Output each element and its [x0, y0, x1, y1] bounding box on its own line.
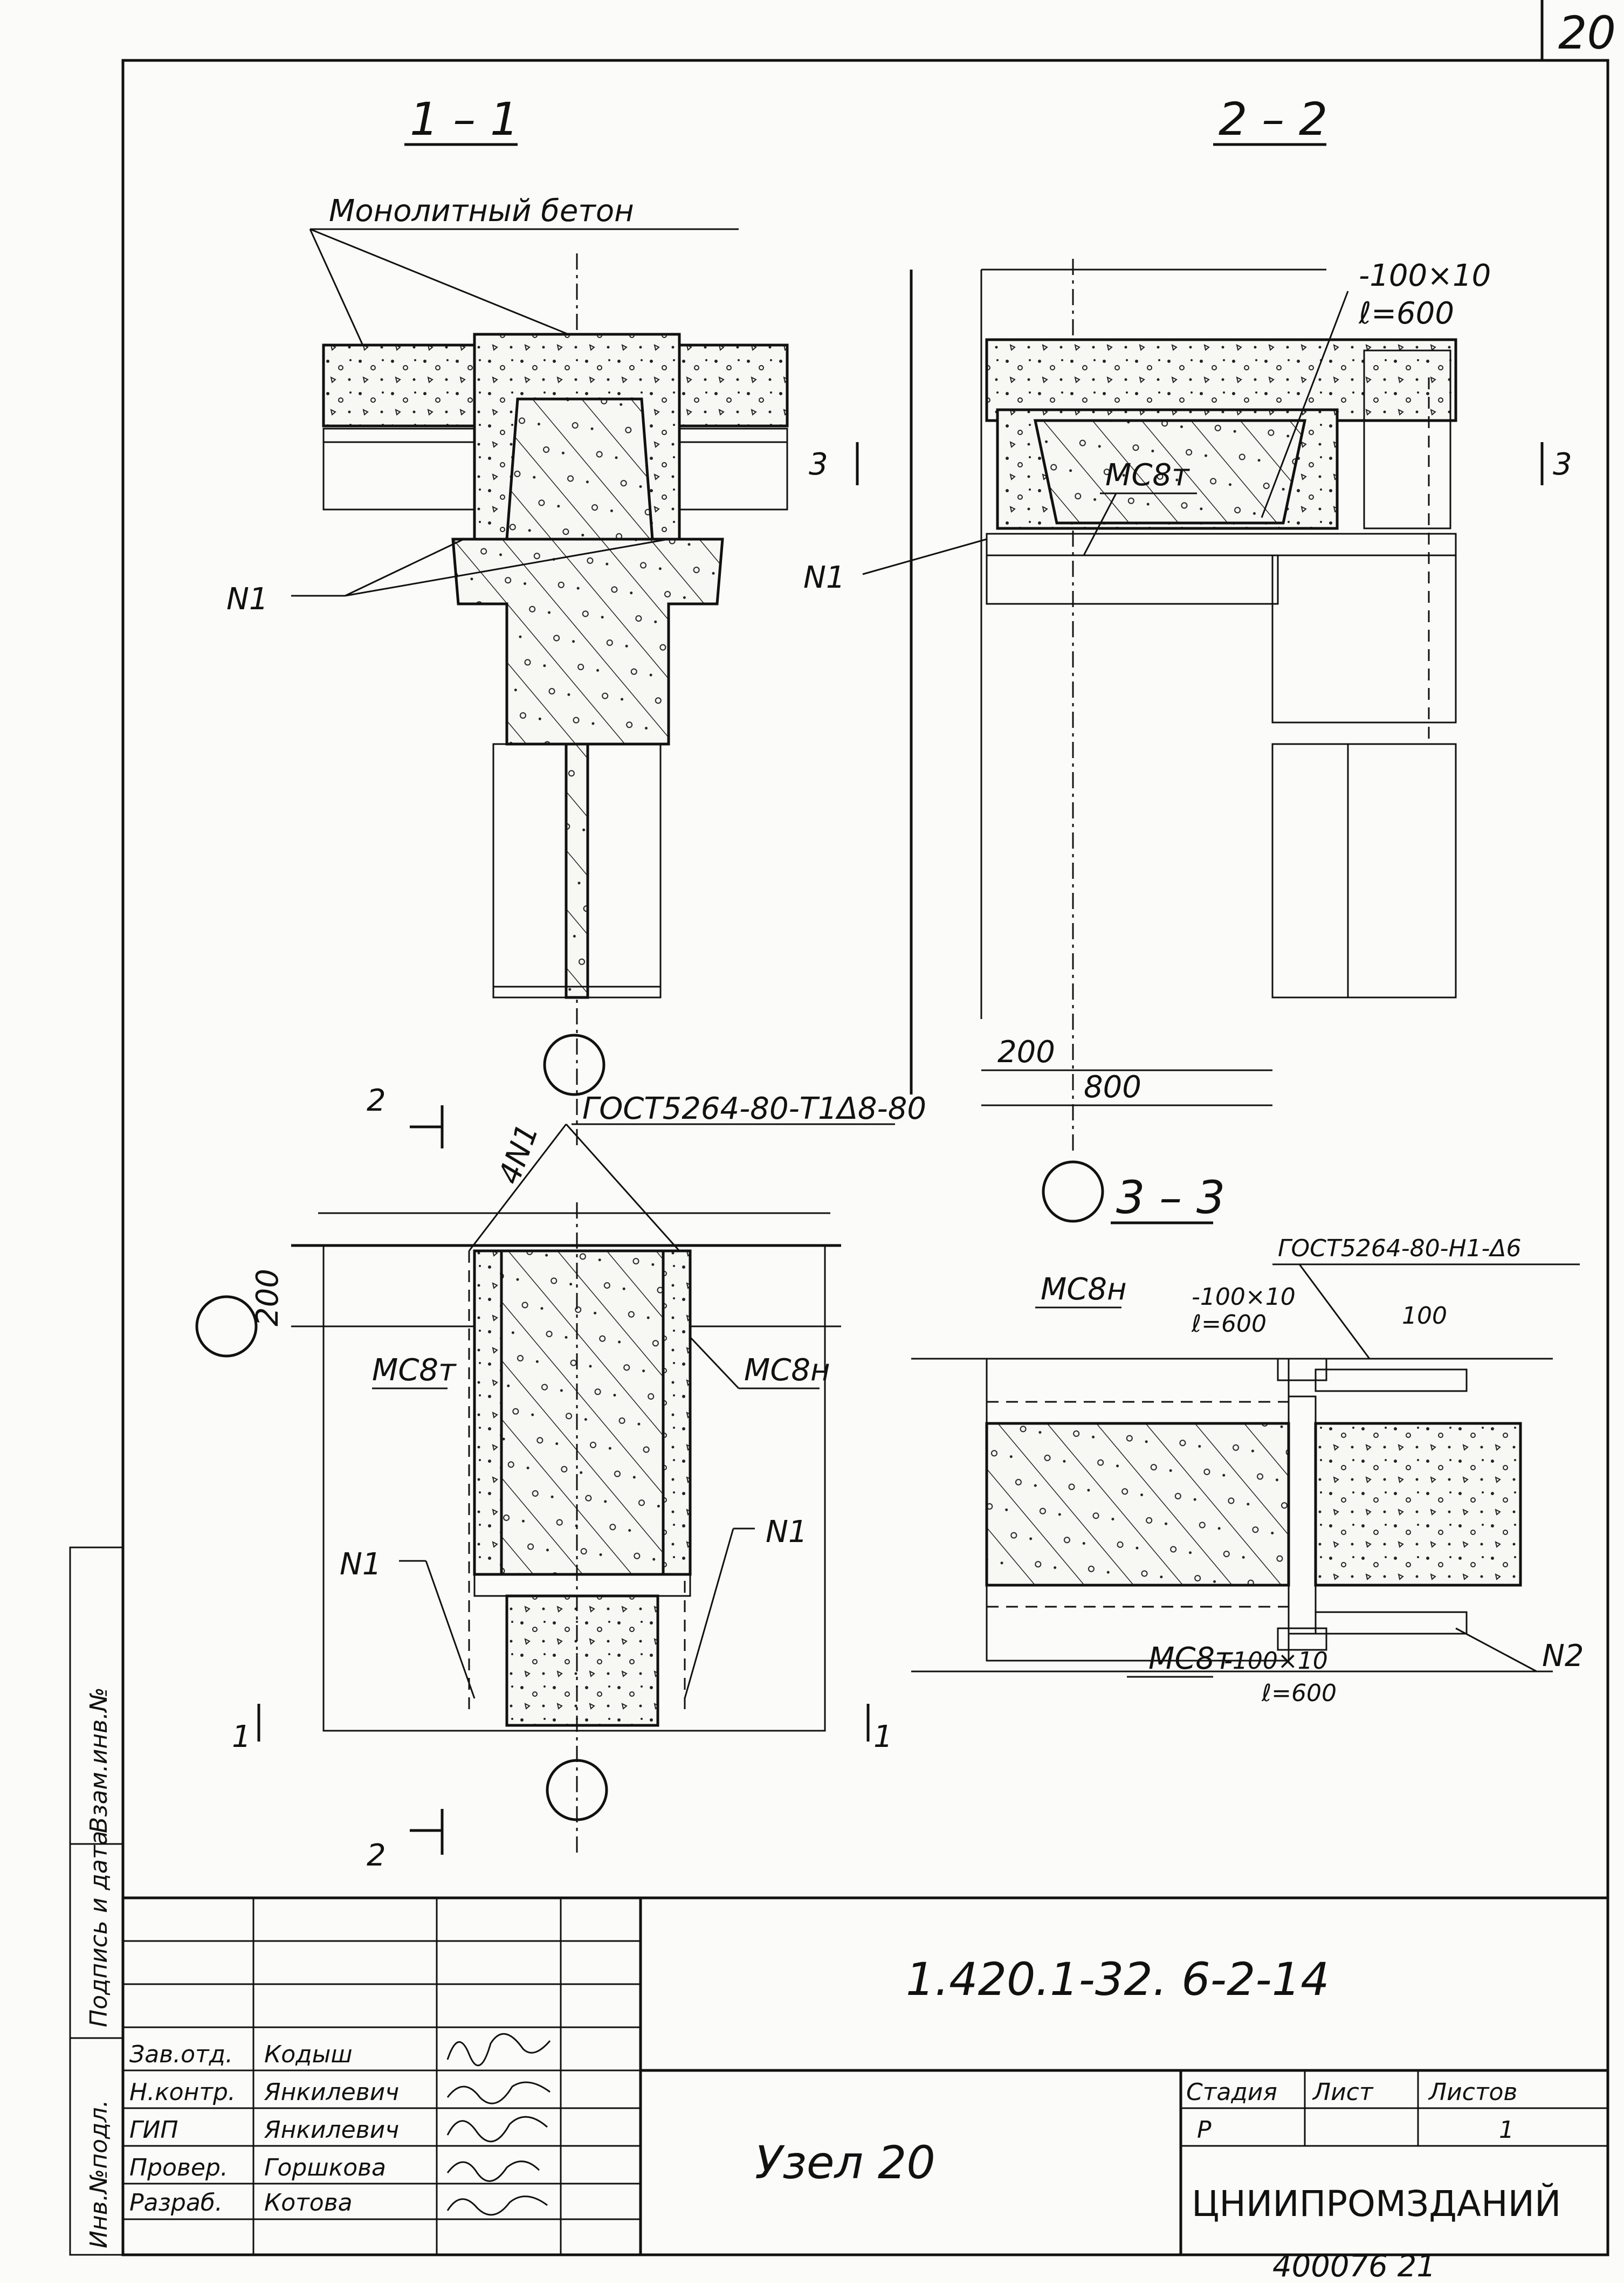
ms8n-label-plan: МС8н: [744, 1353, 830, 1388]
plan-column-core: [500, 1249, 665, 1576]
organization-name: ЦНИИПРОМЗДАНИЙ: [1192, 2183, 1561, 2225]
role-1: Н.контр.: [129, 2078, 236, 2106]
dim-800-2-2: 800: [1084, 1070, 1141, 1105]
sheets-value: 1: [1499, 2116, 1514, 2144]
axis-bubble-3: [195, 1295, 258, 1358]
title-block: [121, 1896, 1609, 2256]
section-mark-3-left: 3: [809, 447, 828, 482]
role-4: Разраб.: [129, 2189, 223, 2217]
section-mark-1-right: 1: [873, 1719, 893, 1754]
stage-value: Р: [1197, 2116, 1212, 2144]
gost-weld-label-2: ГОСТ5264-80-Н1-Δ6: [1278, 1235, 1522, 1262]
monolith-concrete-label: Монолитный бетон: [329, 194, 634, 229]
ms8t-label-2-2: МС8т: [1105, 458, 1190, 493]
plate-label-2-2: -100×10: [1359, 258, 1491, 293]
plate-length-2-2: ℓ=600: [1358, 296, 1454, 331]
n1-label-plan-right: N1: [766, 1515, 808, 1550]
name-2: Янкилевич: [264, 2116, 399, 2144]
dim-200-plan: 200: [250, 1269, 285, 1326]
plate-length-3-3-bottom: ℓ=600: [1261, 1680, 1337, 1707]
column-core-3-3: [985, 1422, 1290, 1587]
dim-200-2-2: 200: [997, 1035, 1055, 1070]
bottom-stamp: 400076 21: [1272, 2249, 1436, 2283]
gost-weld-label-1: ГОСТ5264-80-Т1Δ8-80: [582, 1091, 926, 1126]
plate-length-3-3-top: ℓ=600: [1191, 1310, 1267, 1338]
name-0: Кодыш: [264, 2041, 353, 2068]
name-1: Янкилевич: [264, 2078, 399, 2106]
ms8t-label-3-3: МС8т: [1148, 1641, 1233, 1676]
axis-bubble-4: [546, 1759, 608, 1821]
name-4: Котова: [264, 2189, 353, 2217]
n1-label-2-2: N1: [803, 560, 845, 595]
section-1-1-title: 1 – 1: [410, 93, 519, 146]
slab-2-2: [985, 338, 1457, 422]
role-2: ГИП: [129, 2116, 178, 2144]
section-mark-1-left: 1: [232, 1719, 251, 1754]
axis-bubble-1: [543, 1034, 605, 1096]
section-3-3-title: 3 – 3: [1116, 1171, 1225, 1224]
plan-lower-column: [505, 1594, 659, 1727]
side-strip-inv: Инв.№подл.: [85, 2100, 113, 2248]
section-mark-2-top: 2: [367, 1083, 386, 1118]
stage-header: Стадия: [1186, 2078, 1277, 2106]
plate-label-3-3-top: -100×10: [1192, 1283, 1296, 1311]
column-body-1-1: [451, 538, 724, 746]
section-mark-2-bottom: 2: [367, 1838, 386, 1873]
node-title: Узел 20: [755, 2136, 935, 2189]
beam-concrete-3-3: [1314, 1422, 1522, 1587]
section-mark-3-right: 3: [1553, 447, 1572, 482]
side-strip-sign: Подпись и дата: [85, 1831, 113, 2027]
dim-100-3-3: 100: [1402, 1302, 1447, 1330]
n2-label-3-3: N2: [1542, 1639, 1584, 1674]
n1-label-plan-left: N1: [340, 1547, 382, 1582]
sheet-header: Лист: [1312, 2078, 1374, 2106]
role-0: Зав.отд.: [129, 2041, 233, 2068]
column-core-1-1: [505, 397, 654, 541]
name-3: Горшкова: [264, 2154, 386, 2181]
signature-scribbles: [446, 2033, 551, 2216]
document-code: 1.420.1-32. 6-2-14: [906, 1953, 1330, 2006]
ms8n-label-3-3: МС8н: [1041, 1272, 1127, 1307]
n1-label-1-1: N1: [226, 582, 269, 617]
sheet-corner-number: 20: [1558, 6, 1616, 59]
plan-frame: [322, 1244, 826, 1732]
role-3: Провер.: [129, 2154, 228, 2181]
column-core-2-2: [1033, 419, 1307, 525]
axis-bubble-2: [1042, 1160, 1104, 1223]
ms8t-label-plan: МС8т: [372, 1353, 457, 1388]
n4-label: 4N1: [492, 1119, 546, 1189]
side-strip-replace: Взам.инв.№: [85, 1687, 113, 1833]
sheets-header: Листов: [1428, 2078, 1517, 2106]
plate-label-3-3-bottom: -100×10: [1224, 1647, 1328, 1675]
section-2-2-title: 2 – 2: [1219, 93, 1327, 146]
